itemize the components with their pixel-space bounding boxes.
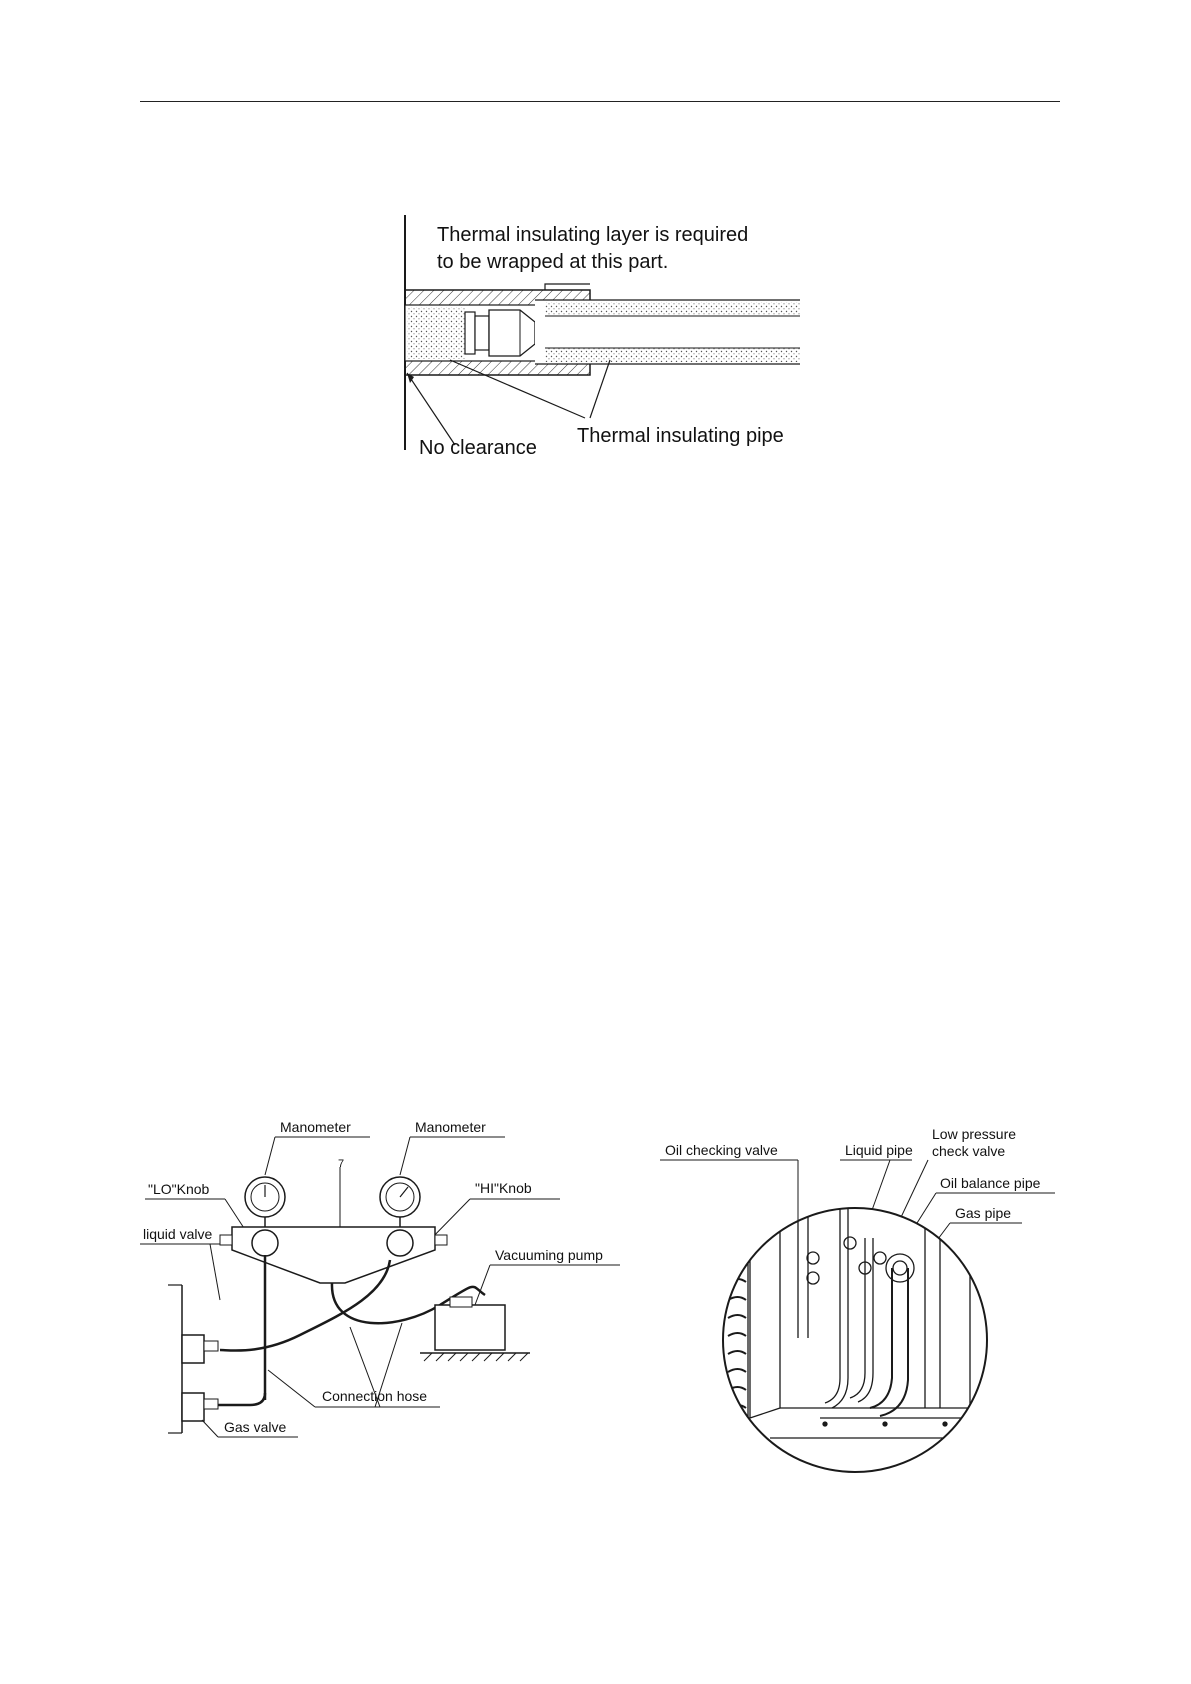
header-rule	[140, 101, 1060, 102]
pipe-fitting	[489, 310, 535, 356]
note-line-2: to be wrapped at this part.	[437, 251, 668, 273]
vacuuming-setup-figure: Manometer Manometer 7 "LO"Knob "HI"Knob …	[140, 1115, 660, 1445]
valve-detail-figure: Oil checking valve Liquid pipe Low press…	[650, 1118, 1070, 1478]
oil-checking-valve-label: Oil checking valve	[665, 1142, 778, 1158]
oil-balance-pipe-label: Oil balance pipe	[940, 1175, 1041, 1191]
hi-knob-label: "HI"Knob	[475, 1180, 532, 1196]
vacuum-pump	[435, 1305, 505, 1350]
note-line-1: Thermal insulating layer is required	[437, 224, 748, 246]
liquid-valve	[182, 1335, 204, 1363]
lo-knob-label: "LO"Knob	[148, 1181, 210, 1197]
hi-knob	[387, 1230, 413, 1256]
connection-hose-label: Connection hose	[322, 1388, 427, 1404]
callout-number: 7	[338, 1158, 344, 1170]
insulating-pipe-label: Thermal insulating pipe	[577, 425, 784, 447]
lo-knob	[252, 1230, 278, 1256]
detail-circle	[723, 1208, 987, 1472]
gas-valve	[182, 1393, 204, 1421]
no-clearance-label: No clearance	[419, 437, 537, 459]
insulation-detail-figure: Thermal insulating layer is required to …	[395, 210, 815, 470]
vacuum-pump-label: Vacuuming pump	[495, 1247, 603, 1263]
liquid-pipe-label: Liquid pipe	[845, 1142, 913, 1158]
low-pressure-label-2: check valve	[932, 1143, 1005, 1159]
gas-valve-label: Gas valve	[224, 1419, 286, 1435]
gas-pipe-label: Gas pipe	[955, 1205, 1011, 1221]
liquid-valve-label: liquid valve	[143, 1226, 212, 1242]
manometer-right-label: Manometer	[415, 1119, 486, 1135]
low-pressure-label-1: Low pressure	[932, 1126, 1016, 1142]
insulation-fill	[407, 307, 465, 359]
manometer-left-label: Manometer	[280, 1119, 351, 1135]
